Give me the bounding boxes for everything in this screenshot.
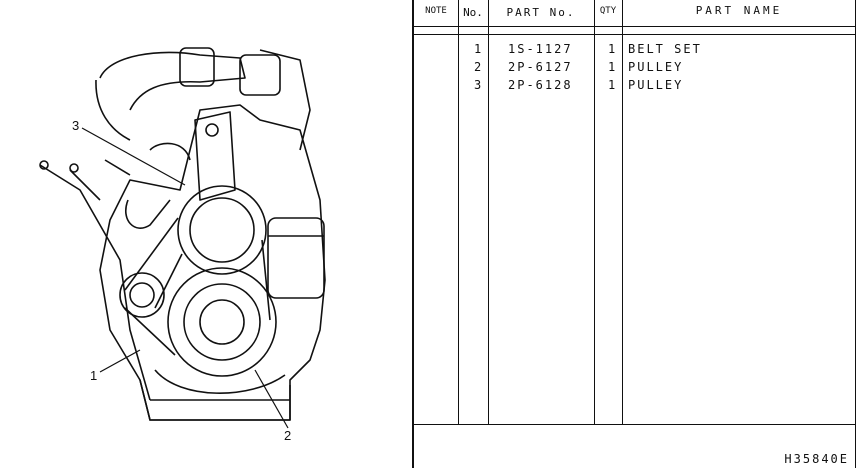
row-no: 1 [474, 42, 484, 56]
header-part-name: PART NAME [695, 4, 783, 17]
callout-3: 3 [72, 118, 79, 133]
column-divider [594, 0, 595, 424]
row-no: 3 [474, 78, 484, 92]
row-no: 2 [474, 60, 484, 74]
header-part-no: PART No. [506, 6, 576, 19]
header-rule [414, 34, 855, 35]
callout-1: 1 [90, 368, 97, 383]
footer-rule [414, 424, 855, 425]
column-divider [488, 0, 489, 424]
row-part-no: 2P-6127 [508, 60, 573, 74]
engine-belt-diagram: 3 1 2 [39, 47, 326, 443]
reference-code: H35840E [784, 452, 849, 466]
row-qty: 1 [608, 78, 618, 92]
header-rule [414, 26, 855, 27]
row-part-no: 1S-1127 [508, 42, 573, 56]
parts-table: NOTE No. PART No. QTY PART NAME 1 1S-112… [412, 0, 856, 468]
header-no: No. [463, 6, 483, 19]
header-qty: QTY [599, 6, 617, 16]
column-divider [622, 0, 623, 424]
column-divider [458, 0, 459, 424]
header-note: NOTE [425, 6, 447, 16]
row-part-name: BELT SET [628, 42, 702, 56]
row-part-name: PULLEY [628, 78, 684, 92]
row-qty: 1 [608, 42, 618, 56]
row-part-name: PULLEY [628, 60, 684, 74]
row-part-no: 2P-6128 [508, 78, 573, 92]
row-qty: 1 [608, 60, 618, 74]
callout-2: 2 [284, 428, 291, 443]
